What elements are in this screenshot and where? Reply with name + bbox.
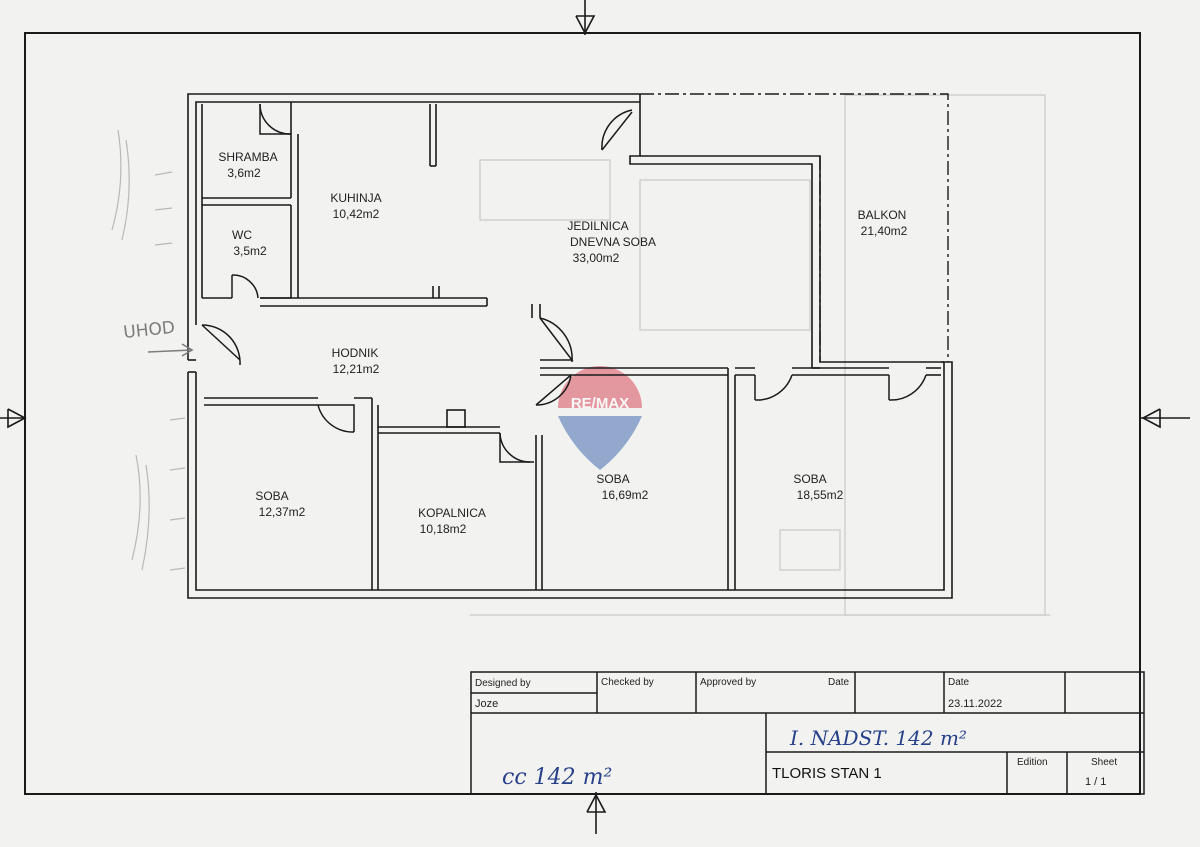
room-area-shramba: 3,6m2 <box>227 166 261 180</box>
walls <box>187 93 953 599</box>
room-name-soba-3: SOBA <box>793 472 826 486</box>
room-area-jedilnica: 33,00m2 <box>573 251 620 265</box>
room-name-soba-1: SOBA <box>255 489 288 503</box>
sheet-label: Sheet <box>1091 757 1117 768</box>
room-name-jedilnica: JEDILNICA <box>567 219 628 233</box>
room-name-shramba: SHRAMBA <box>218 150 277 164</box>
remax-watermark: RE/MAX <box>558 366 642 470</box>
room-name-kopalnica: KOPALNICA <box>418 506 486 520</box>
ghost-lines <box>470 94 1050 616</box>
entrance-arrow-icon <box>147 343 194 357</box>
entrance-note: UHOD <box>122 318 176 343</box>
door-swings <box>201 103 927 463</box>
room-labels: SHRAMBA 3,6m2 WC 3,5m2 KUHINJA 10,42m2 J… <box>218 150 907 536</box>
room-name-soba-2: SOBA <box>596 472 629 486</box>
drawing-title: TLORIS STAN 1 <box>772 765 882 782</box>
room-name-hodnik: HODNIK <box>332 346 379 360</box>
room-name-balkon: BALKON <box>858 208 907 222</box>
pencil-scribbles <box>111 129 186 571</box>
room-area-soba-2: 16,69m2 <box>602 488 649 502</box>
room-area-hodnik: 12,21m2 <box>333 362 380 376</box>
center-marker-left <box>0 408 27 429</box>
balcony-outline <box>640 93 949 362</box>
room-name-dnevna-soba: DNEVNA SOBA <box>570 235 656 249</box>
room-area-wc: 3,5m2 <box>233 244 267 258</box>
drawing-frame <box>24 32 1141 795</box>
room-name-kuhinja: KUHINJA <box>330 191 381 205</box>
center-marker-right <box>1140 408 1190 429</box>
room-area-soba-3: 18,55m2 <box>797 488 844 502</box>
remax-watermark-text: RE/MAX <box>571 395 629 412</box>
room-area-soba-1: 12,37m2 <box>259 505 306 519</box>
approved-by-label: Approved by <box>700 677 756 688</box>
date-label-2: Date <box>948 677 970 688</box>
center-marker-top <box>575 0 596 35</box>
sheet-value: 1 / 1 <box>1085 776 1106 788</box>
room-area-balkon: 21,40m2 <box>861 224 908 238</box>
room-area-kopalnica: 10,18m2 <box>420 522 467 536</box>
checked-by-label: Checked by <box>601 677 654 688</box>
edition-label: Edition <box>1017 757 1048 768</box>
title-block <box>470 671 1145 795</box>
room-name-wc: WC <box>232 228 252 242</box>
date-label-1: Date <box>828 677 850 688</box>
designed-by-value: Joze <box>475 698 498 710</box>
entrance-annotation: UHOD <box>122 318 194 357</box>
handwritten-area-note: cc 142 m² <box>502 765 612 790</box>
handwritten-floor-note: I. NADST. 142 m² <box>789 726 967 750</box>
date-value: 23.11.2022 <box>948 698 1002 710</box>
center-marker-bottom <box>586 792 607 834</box>
room-area-kuhinja: 10,42m2 <box>333 207 380 221</box>
designed-by-label: Designed by <box>475 678 531 689</box>
